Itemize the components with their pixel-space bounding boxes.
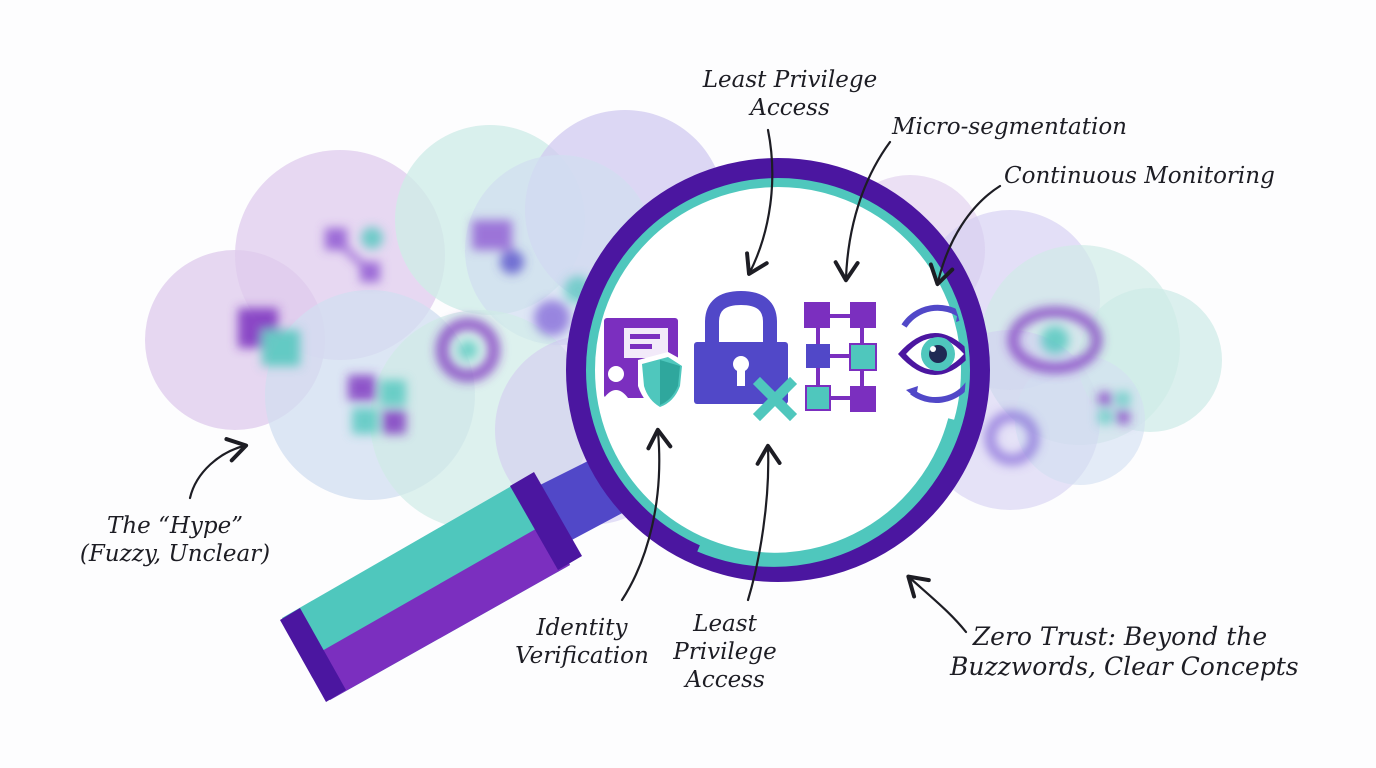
arrow-identity (620, 427, 673, 602)
monitoring-eye-icon (898, 304, 966, 403)
label-identity-line2: Verification (515, 643, 649, 669)
label-hype-line2: (Fuzzy, Unclear) (79, 541, 271, 567)
label-continuous-monitoring: Continuous Monitoring (1004, 162, 1275, 190)
identity-card-shield-icon (604, 318, 686, 412)
arrow-continuous-monitoring (928, 184, 1002, 287)
label-bottom-least-privilege-line2: Privilege (673, 639, 777, 665)
arrow-micro-segmentation (833, 140, 892, 283)
blurred-grid-icon (1098, 392, 1130, 424)
diagram-title-line1: Zero Trust: Beyond the (972, 622, 1268, 651)
arrow-top-least-privilege (745, 128, 774, 276)
label-bottom-least-privilege-line3: Access (685, 667, 765, 693)
label-top-least-privilege-line2: Access (750, 95, 830, 121)
padlock-x-icon (694, 290, 798, 422)
blurred-network-icon (325, 227, 383, 282)
label-identity-verification: Identity Verification (512, 614, 652, 670)
arrow-title (906, 574, 968, 634)
arrow-bottom-least-privilege (746, 443, 782, 602)
label-identity-line1: Identity (536, 615, 628, 641)
diagram-title-line2: Buzzwords, Clear Concepts (950, 652, 1299, 681)
label-micro-segmentation: Micro-segmentation (892, 113, 1127, 141)
label-continuous-monitoring-text: Continuous Monitoring (1004, 163, 1275, 189)
label-bottom-least-privilege-line1: Least (693, 611, 757, 637)
blurred-window-icon (472, 220, 524, 274)
blurred-ring-icon (985, 411, 1039, 465)
label-top-least-privilege: Least Privilege Access (700, 66, 880, 122)
label-bottom-least-privilege: Least Privilege Access (660, 610, 790, 694)
blurred-icons (238, 220, 1130, 465)
annotation-arrows (188, 128, 1002, 634)
segmentation-grid-icon (804, 302, 877, 412)
diagram-title: Zero Trust: Beyond the Buzzwords, Clear … (950, 622, 1299, 682)
label-hype-line1: The “Hype” (107, 513, 243, 539)
blurred-eye-icon (1008, 307, 1102, 373)
label-top-least-privilege-line1: Least Privilege (702, 67, 878, 93)
arrow-hype (188, 437, 249, 500)
blurred-puzzle-icon (348, 375, 406, 434)
blurred-gear-icon (436, 318, 500, 382)
label-hype: The “Hype” (Fuzzy, Unclear) (70, 512, 280, 568)
label-micro-segmentation-text: Micro-segmentation (892, 114, 1127, 140)
blurred-square-icon (238, 308, 300, 366)
